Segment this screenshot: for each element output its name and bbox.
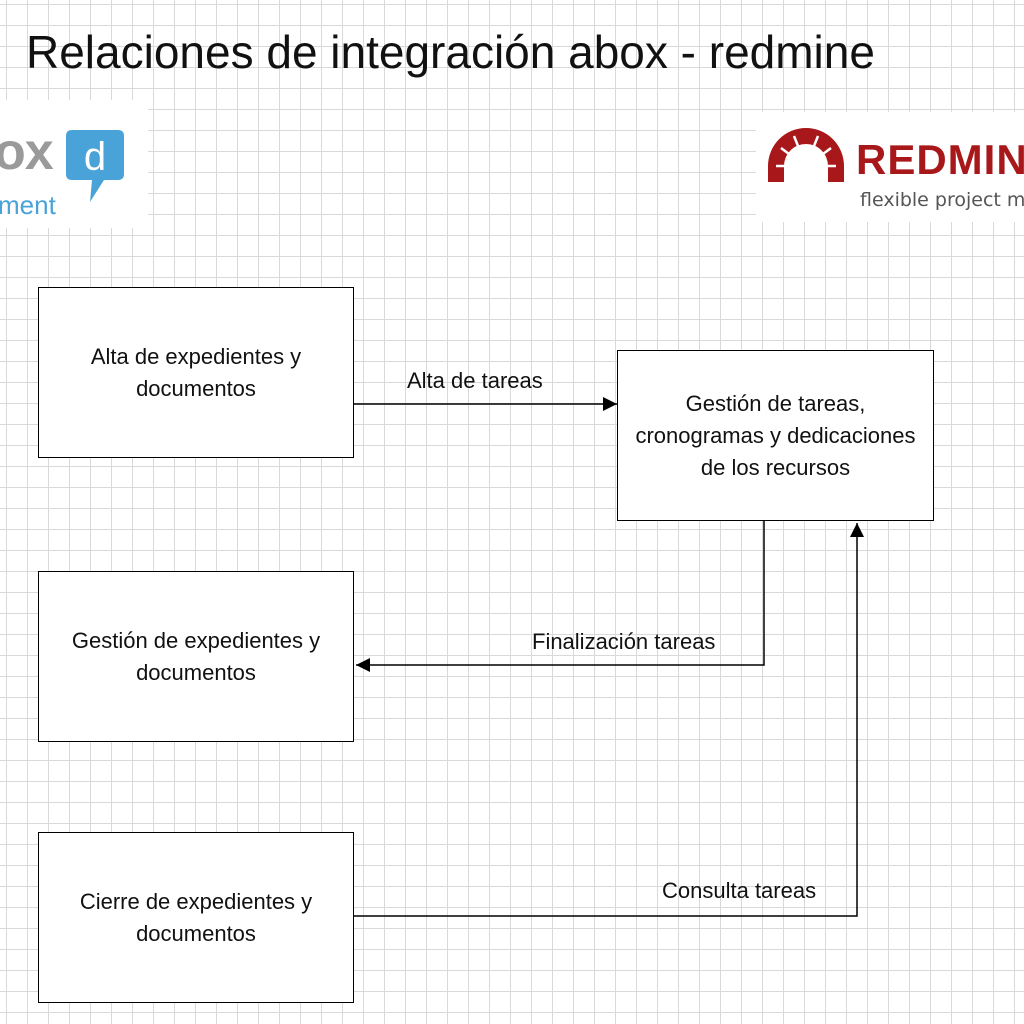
abox-bubble-letter: d (84, 135, 106, 179)
label-finalizacion-tareas: Finalización tareas (532, 629, 716, 654)
finalizacion-tareas-arrow (356, 521, 765, 672)
redmine-arch-icon (768, 128, 844, 182)
box-cierre-expedientes: Cierre de expedientes y documentos (38, 832, 354, 1003)
abox-logo: ox d ment (0, 100, 148, 228)
redmine-logo-tagline: flexible project m (860, 189, 1024, 211)
redmine-logo-name: REDMIN (856, 136, 1024, 183)
abox-logo-text: ox (0, 123, 54, 181)
redmine-logo: REDMIN flexible project m (756, 112, 1024, 222)
diagram-title: Relaciones de integración abox - redmine (26, 26, 875, 78)
box-gestion-tareas: Gestión de tareas, cronogramas y dedicac… (617, 350, 934, 521)
abox-speech-bubble-icon: d (66, 130, 124, 202)
consulta-tareas-arrow (354, 523, 864, 917)
box-gestion-expedientes: Gestión de expedientes y documentos (38, 571, 354, 742)
label-consulta-tareas: Consulta tareas (662, 878, 817, 903)
box-alta-expedientes: Alta de expedientes y documentos (38, 287, 354, 458)
abox-logo-subtitle: ment (0, 190, 56, 220)
label-alta-tareas: Alta de tareas (407, 368, 543, 393)
